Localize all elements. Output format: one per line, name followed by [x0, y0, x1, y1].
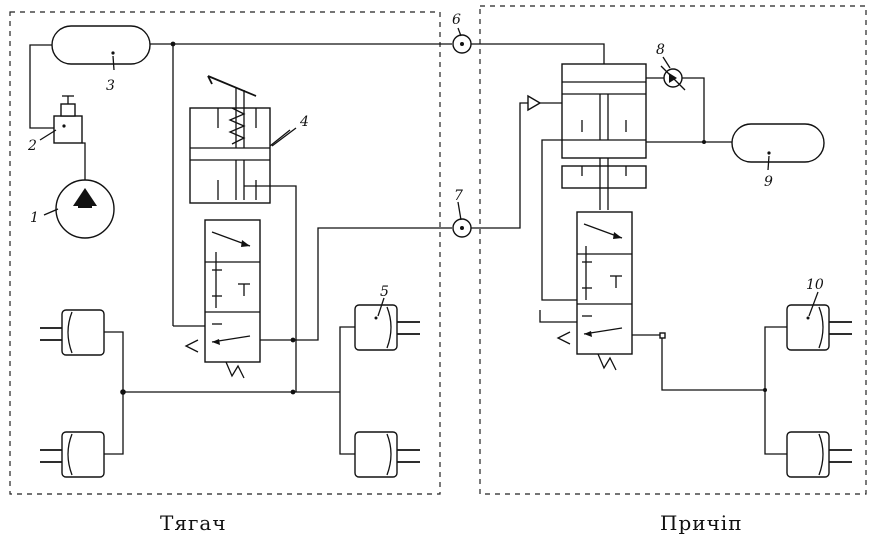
trailer-air-distributor — [561, 63, 647, 210]
label-2: 2 — [27, 138, 37, 154]
brake-valve-lower — [184, 219, 261, 379]
tractor-frame — [9, 11, 441, 495]
tractor-brake-chamber-front-left — [40, 309, 105, 356]
trailer-brake-lines — [764, 326, 787, 455]
compressor — [55, 179, 115, 239]
trailer-relay-valve — [556, 211, 633, 371]
regulator-receiver-line — [29, 44, 54, 129]
label-9: 9 — [764, 174, 773, 190]
coupling-head-supply — [452, 34, 472, 54]
tractor-receiver — [51, 25, 151, 65]
label-10: 10 — [806, 277, 824, 293]
brake-valve-upper — [189, 75, 271, 204]
compressor-line — [82, 142, 86, 180]
label-1: 1 — [30, 210, 39, 226]
check-valve — [660, 65, 686, 91]
coupling-head-control — [452, 218, 472, 238]
label-8: 8 — [656, 42, 665, 58]
caption-tractor: Тягач — [160, 511, 227, 535]
caption-trailer: Причіп — [660, 511, 743, 535]
label-3: 3 — [106, 78, 115, 94]
tractor-brake-chamber-rear-left — [40, 431, 105, 478]
label-7: 7 — [454, 188, 463, 204]
trailer-brake-chamber-front — [786, 304, 852, 351]
trailer-frame — [479, 5, 867, 495]
pressure-regulator — [53, 95, 83, 144]
label-6: 6 — [452, 12, 461, 28]
trailer-receiver — [731, 123, 825, 163]
tractor-brake-lines — [104, 331, 124, 455]
tractor-brake-chamber-front-right — [354, 304, 420, 351]
trailer-brake-chamber-rear — [786, 431, 852, 478]
tractor-brake-chamber-rear-right — [354, 431, 420, 478]
label-5: 5 — [380, 284, 389, 300]
label-4: 4 — [299, 114, 309, 130]
